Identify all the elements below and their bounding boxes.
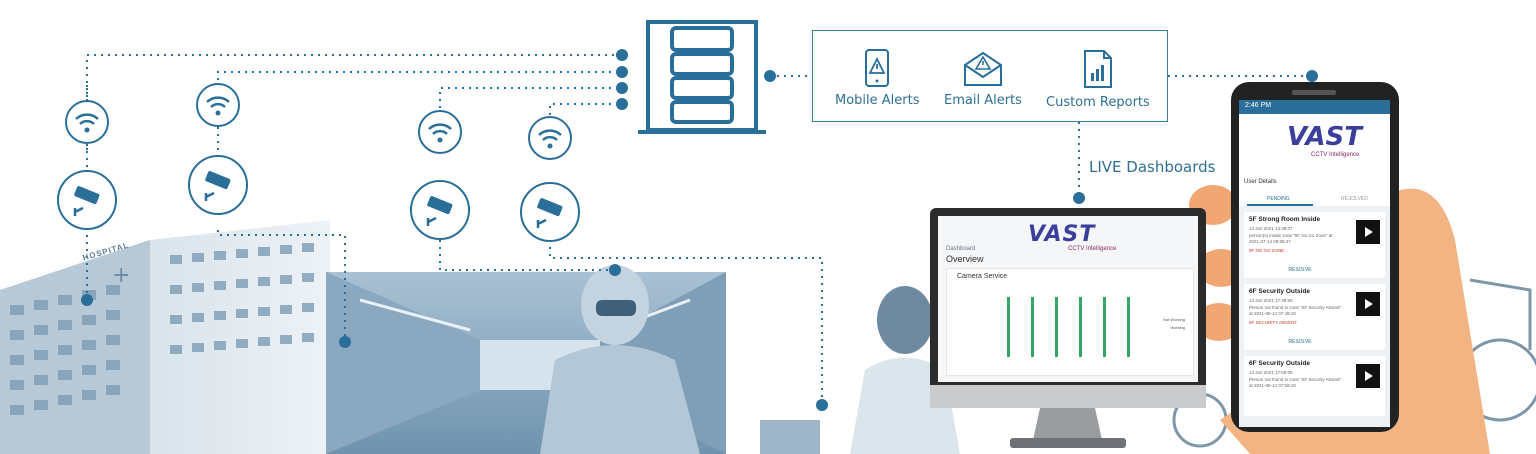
monitor-dashboard-screen: VAST CCTV Intelligence Dashboard Overvie… [938, 216, 1198, 382]
medical-staff-image [540, 265, 960, 454]
alert-card-message: person(s) inside zone "5F No Go Zone" at [1249, 233, 1333, 238]
vast-logo: VAST [1028, 222, 1096, 247]
alerts-panel: Mobile Alerts Email Alerts Custom Report… [812, 30, 1168, 122]
live-dashboards-label: LIVE Dashboards [1089, 158, 1216, 176]
email-alerts-item: Email Alerts [944, 49, 1022, 108]
user-details-bar [1239, 176, 1390, 206]
svg-text:+: + [112, 263, 130, 288]
alert-card-message-time: at 2021-08-14 07:59:18 [1249, 383, 1296, 388]
email-alerts-label: Email Alerts [944, 93, 1022, 108]
custom-reports-item: Custom Reports [1046, 49, 1150, 110]
play-video-button[interactable] [1356, 292, 1380, 316]
alert-card-date: 14 Jun 2021 17:59:09 [1249, 370, 1293, 375]
custom-reports-label: Custom Reports [1046, 95, 1150, 110]
alert-card-title: 5F Strong Room Inside [1249, 216, 1321, 223]
chart-bar [1055, 297, 1058, 357]
resolve-button[interactable]: RESOLVE [1288, 267, 1312, 273]
phone-app-screen: 2:46 PM VAST CCTV Intelligence User Deta… [1239, 100, 1390, 427]
tab-resolved[interactable]: RESOLVED [1341, 196, 1368, 202]
hospital-building-image: + [0, 220, 330, 454]
alert-card-zone-tag: 5F NO GO ZONE [1249, 248, 1285, 253]
play-video-button[interactable] [1356, 220, 1380, 244]
phone-status-bar: 2:46 PM [1239, 100, 1390, 114]
chart-bar [1103, 297, 1106, 357]
dashboard-breadcrumb: Dashboard [946, 246, 976, 252]
mobile-alert-icon [865, 49, 890, 87]
alert-card[interactable]: 6F Security Outside 14 Jun 2021 17:59:09… [1244, 356, 1385, 416]
wifi-icon [196, 83, 240, 127]
alert-card-message: Person not found in zone "6F Security Ab… [1249, 377, 1342, 382]
alert-card-date: 14 Jun 2021 13:38:07 [1249, 226, 1293, 231]
alert-card-title: 6F Security Outside [1249, 360, 1311, 367]
chart-bar [1031, 297, 1034, 357]
vast-logo: VAST [1287, 122, 1362, 152]
camera-service-title: Camera Service [957, 273, 1008, 280]
connection-dots [81, 49, 1318, 411]
cctv-camera-icon [410, 180, 470, 240]
server-rack-icon [638, 18, 766, 136]
cctv-camera-icon [57, 170, 117, 230]
cctv-camera-icon [188, 155, 248, 215]
alert-card-message: Person not found in zone "6F Security Ab… [1249, 305, 1342, 310]
alert-card[interactable]: 6F Security Outside 14 Jun 2021 17:49:59… [1244, 284, 1385, 350]
alert-card-message-time: 2021-07-14 09:58:47 [1249, 239, 1291, 244]
phone-time: 2:46 PM [1245, 102, 1272, 109]
alert-card[interactable]: 5F Strong Room Inside 14 Jun 2021 13:38:… [1244, 212, 1385, 278]
phone-header [1239, 114, 1390, 176]
report-icon [1083, 50, 1112, 88]
chart-bar [1007, 297, 1010, 357]
wifi-icon [528, 116, 572, 160]
legend-not-working: Not Working [1163, 317, 1185, 322]
alert-card-title: 6F Security Outside [1249, 288, 1311, 295]
user-details-label[interactable]: User Details [1244, 179, 1277, 185]
camera-service-card: Camera Service Not Working Working [946, 268, 1194, 376]
dashboard-title: Overview [946, 254, 984, 264]
resolve-button[interactable]: RESOLVE [1288, 339, 1312, 345]
mobile-alerts-label: Mobile Alerts [835, 93, 920, 108]
tab-pending[interactable]: PENDING [1267, 196, 1290, 202]
wifi-icon [65, 100, 109, 144]
mobile-alerts-item: Mobile Alerts [835, 49, 920, 108]
vast-logo-subtitle: CCTV Intelligence [1311, 152, 1360, 158]
tab-indicator [1247, 204, 1313, 206]
alert-card-message-time: at 2021-08-14 07:49:18 [1249, 311, 1296, 316]
alert-card-zone-tag: 6F SECURITY ABSENT [1249, 320, 1298, 325]
chart-bar [1127, 297, 1130, 357]
play-video-button[interactable] [1356, 364, 1380, 388]
alert-card-date: 14 Jun 2021 17:49:59 [1249, 298, 1293, 303]
email-alert-icon [963, 51, 1002, 86]
legend-working: Working [1170, 325, 1185, 330]
vast-logo-subtitle: CCTV Intelligence [1068, 246, 1117, 252]
chart-bar [1079, 297, 1082, 357]
wifi-icon [418, 110, 462, 154]
cctv-camera-icon [520, 182, 580, 242]
